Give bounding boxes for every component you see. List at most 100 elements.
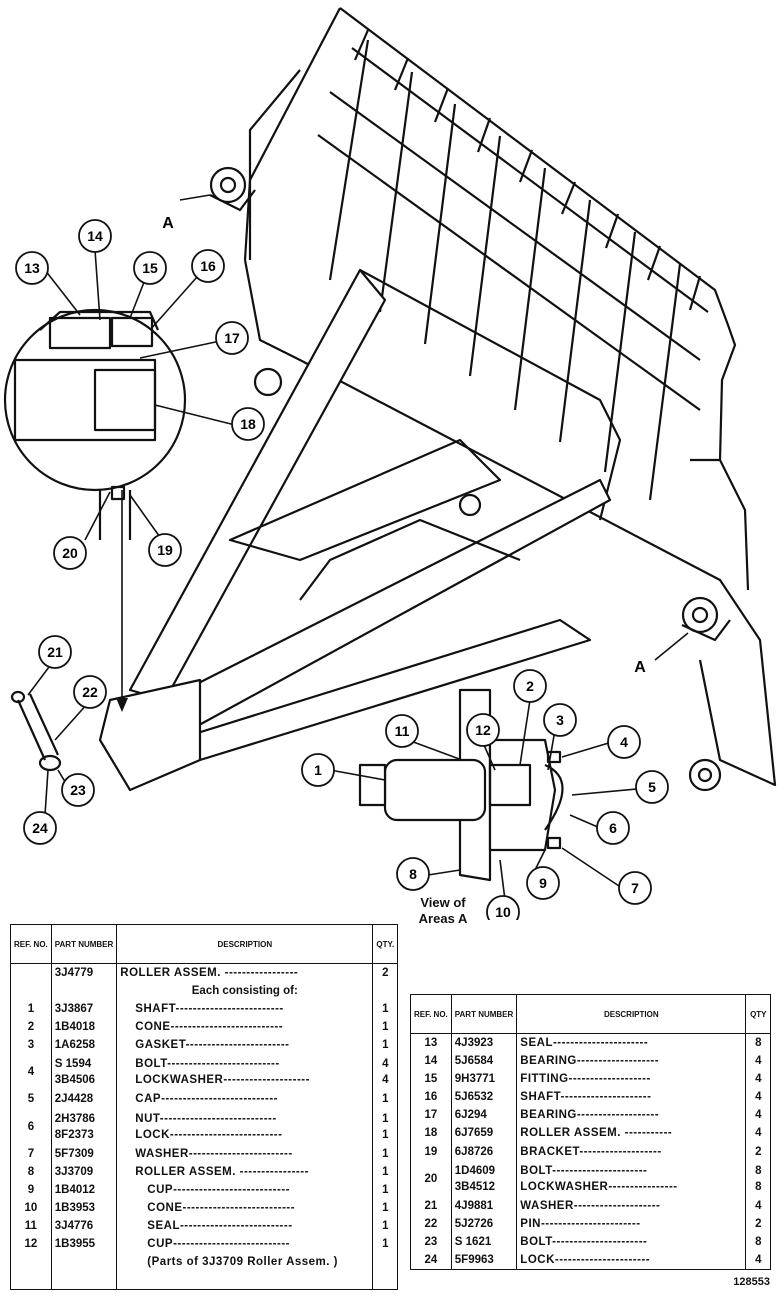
svg-text:17: 17 bbox=[224, 330, 240, 346]
callout-9: 9 bbox=[526, 866, 560, 900]
callout-13: 13 bbox=[15, 251, 49, 285]
callout-10: 10 bbox=[486, 895, 520, 920]
rack-panel bbox=[243, 7, 737, 501]
pin-assembly bbox=[10, 690, 62, 772]
svg-text:5: 5 bbox=[648, 779, 656, 795]
callout-1: 1 bbox=[301, 753, 335, 787]
callout-19: 19 bbox=[148, 533, 182, 567]
table-row: 12 1B3955 CUP---------------------------… bbox=[10, 1235, 399, 1254]
svg-text:10: 10 bbox=[495, 904, 511, 920]
header-part: PART NUMBER bbox=[450, 994, 518, 1034]
svg-text:15: 15 bbox=[142, 260, 158, 276]
callout-5: 5 bbox=[635, 770, 669, 804]
leader-lines bbox=[27, 194, 689, 901]
roller-mid bbox=[253, 367, 482, 517]
svg-text:23: 23 bbox=[70, 782, 86, 798]
svg-text:20: 20 bbox=[62, 545, 78, 561]
callout-14: 14 bbox=[78, 219, 112, 253]
header-desc: DESCRIPTION bbox=[516, 994, 747, 1034]
header-qty: QTY. bbox=[372, 924, 399, 964]
callout-18: 18 bbox=[231, 407, 265, 441]
header-desc: DESCRIPTION bbox=[116, 924, 374, 964]
table-row: (Parts of 3J3709 Roller Assem. ) bbox=[10, 1253, 399, 1272]
figure-number: 128553 bbox=[733, 1276, 770, 1288]
a-frame bbox=[98, 268, 612, 792]
callout-16: 16 bbox=[191, 249, 225, 283]
arrow-head bbox=[116, 698, 128, 712]
svg-text:18: 18 bbox=[240, 416, 256, 432]
table-row: Each consisting of: bbox=[10, 982, 399, 1001]
svg-text:21: 21 bbox=[47, 644, 63, 660]
callout-12: 12 bbox=[466, 713, 500, 747]
svg-text:14: 14 bbox=[87, 228, 103, 244]
view-note-line2: Areas A bbox=[418, 911, 468, 926]
table-row: 1 3J3867 SHAFT------------------------- … bbox=[10, 1000, 399, 1019]
table-row: 10 1B3953 CONE--------------------------… bbox=[10, 1198, 399, 1217]
callout-8: 8 bbox=[396, 857, 430, 891]
table-row: 3J4779 ROLLER ASSEM. ----------------- 2 bbox=[10, 963, 399, 983]
svg-text:12: 12 bbox=[475, 722, 491, 738]
callout-11: 11 bbox=[385, 714, 419, 748]
table-row: 2 1B4018 CONE-------------------------- … bbox=[10, 1018, 399, 1037]
table-row: 9 1B4012 CUP--------------------------- … bbox=[10, 1180, 399, 1199]
area-mark-a-top: A bbox=[162, 215, 174, 232]
callout-24: 24 bbox=[23, 811, 57, 845]
table-row: 7 5F7309 WASHER------------------------ … bbox=[10, 1144, 399, 1163]
callout-4: 4 bbox=[607, 725, 641, 759]
header-part: PART NUMBER bbox=[50, 924, 118, 964]
callout-17: 17 bbox=[215, 321, 249, 355]
svg-text:11: 11 bbox=[395, 723, 410, 739]
callout-6: 6 bbox=[596, 811, 630, 845]
svg-text:7: 7 bbox=[631, 880, 639, 896]
table-row bbox=[10, 1271, 399, 1290]
svg-text:9: 9 bbox=[539, 875, 547, 891]
view-note-line1: View of bbox=[420, 895, 466, 910]
callout-3: 3 bbox=[543, 703, 577, 737]
callout-2: 2 bbox=[513, 669, 547, 703]
svg-text:22: 22 bbox=[82, 684, 98, 700]
header-qty: QTY bbox=[745, 994, 772, 1034]
section-view bbox=[358, 688, 564, 882]
body-shell bbox=[243, 69, 777, 787]
svg-text:13: 13 bbox=[24, 260, 40, 276]
svg-text:8: 8 bbox=[409, 866, 417, 882]
roller-right bbox=[681, 596, 731, 642]
svg-text:24: 24 bbox=[32, 820, 48, 836]
svg-text:3: 3 bbox=[556, 712, 564, 728]
area-mark-a-right: A bbox=[634, 659, 646, 676]
callout-21: 21 bbox=[38, 635, 72, 669]
roller-bottom-right bbox=[688, 758, 722, 792]
table-row: 5 2J4428 CAP--------------------------- … bbox=[10, 1090, 399, 1109]
svg-text:2: 2 bbox=[526, 678, 534, 694]
roller-top bbox=[209, 166, 256, 212]
callout-22: 22 bbox=[73, 675, 107, 709]
svg-text:1: 1 bbox=[314, 762, 322, 778]
header-ref: REF. NO. bbox=[10, 924, 52, 964]
header-ref: REF. NO. bbox=[410, 994, 452, 1034]
table-row: 3 1A6258 GASKET------------------------ … bbox=[10, 1036, 399, 1055]
parts-table-1: REF. NO. PART NUMBER DESCRIPTION QTY. 3J… bbox=[10, 924, 399, 1291]
svg-text:19: 19 bbox=[157, 542, 173, 558]
svg-text:4: 4 bbox=[620, 734, 628, 750]
parts-drawing: 13 14 15 16 17 18 19 20 21 22 23 24 1 11… bbox=[3, 7, 777, 920]
view-note: View of Areas A bbox=[408, 895, 478, 927]
svg-text:6: 6 bbox=[609, 820, 617, 836]
callout-23: 23 bbox=[61, 773, 95, 807]
callout-20: 20 bbox=[53, 536, 87, 570]
callout-7: 7 bbox=[618, 871, 652, 905]
svg-text:16: 16 bbox=[200, 258, 216, 274]
callout-15: 15 bbox=[133, 251, 167, 285]
